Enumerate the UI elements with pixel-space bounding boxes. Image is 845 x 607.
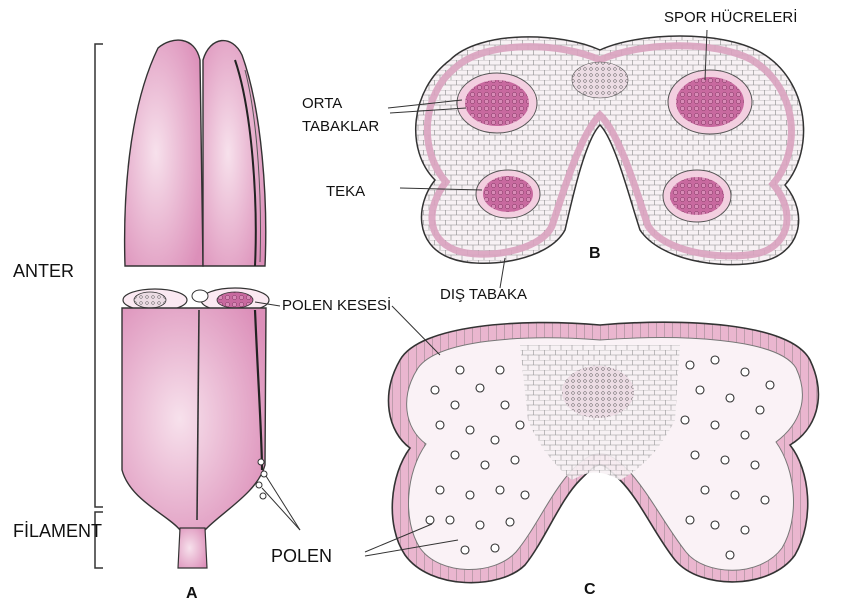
label-orta-tabaklar-2: TABAKLAR [302, 119, 379, 134]
label-anter: ANTER [13, 262, 74, 280]
label-teka: TEKA [326, 184, 365, 199]
label-polen: POLEN [271, 547, 332, 565]
label-orta-tabaklar-1: ORTA [302, 96, 342, 111]
panel-a-anther [95, 40, 300, 568]
label-polen-kesesi: POLEN KESESİ [282, 298, 391, 313]
panel-letter-c: C [584, 582, 596, 598]
panel-letter-a: A [186, 586, 198, 602]
panel-letter-b: B [589, 246, 601, 262]
label-filament: FİLAMENT [13, 522, 102, 540]
label-dis-tabaka: DIŞ TABAKA [440, 287, 527, 302]
label-spor-hucreleri: SPOR HÜCRELERİ [664, 10, 797, 25]
panel-c-cross-section [365, 306, 818, 583]
